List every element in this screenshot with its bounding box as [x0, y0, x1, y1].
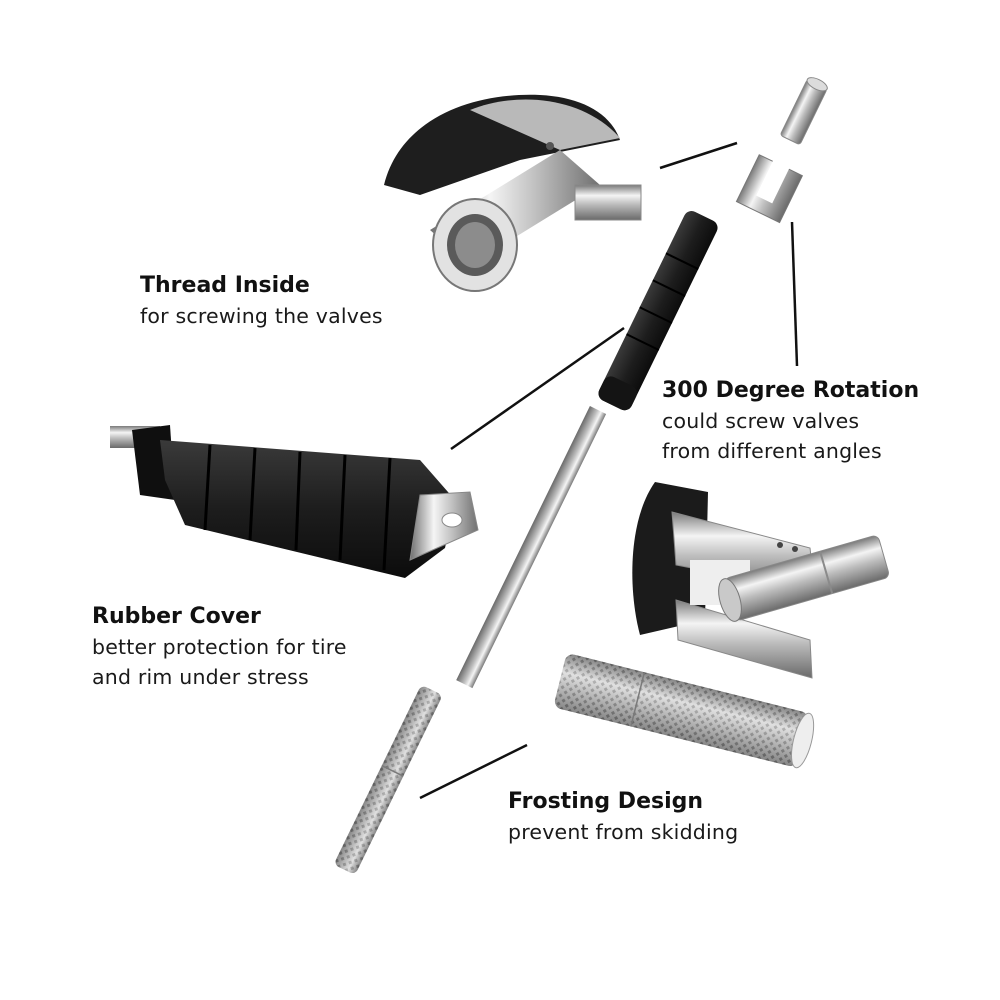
- callout-description: better protection for tire: [92, 634, 347, 659]
- callout-description: prevent from skidding: [508, 819, 739, 844]
- knurled-grip: [335, 686, 441, 873]
- swivel-pin: [780, 77, 828, 145]
- leader-line-thread: [659, 141, 738, 170]
- detail-frosting: [554, 654, 815, 769]
- callout-description: for screwing the valves: [140, 303, 383, 328]
- callout-description: could screw valves: [662, 408, 860, 433]
- valve-tool-main: [335, 77, 828, 873]
- detail-thread-inside: [384, 94, 642, 292]
- callout-thread-inside: Thread Inside for screwing the valves: [140, 270, 383, 332]
- leader-lines: [419, 141, 799, 800]
- leader-line-rotation: [790, 221, 799, 367]
- callout-description: and rim under stress: [92, 664, 309, 689]
- detail-rotation: [632, 482, 889, 679]
- callout-title: Rubber Cover: [92, 604, 261, 629]
- callout-title: 300 Degree Rotation: [662, 378, 920, 403]
- callout-rotation: 300 Degree Rotation could screw valves f…: [662, 375, 919, 466]
- leader-line-rubber: [450, 326, 625, 451]
- fork-head: [735, 154, 804, 224]
- steel-rod: [456, 406, 607, 689]
- detail-rubber-cover: [110, 425, 479, 578]
- callout-frosting-design: Frosting Design prevent from skidding: [508, 786, 738, 848]
- callout-rubber-cover: Rubber Cover better protection for tire …: [92, 601, 347, 692]
- leader-line-frosting: [419, 743, 528, 800]
- callout-title: Frosting Design: [508, 789, 704, 814]
- callout-title: Thread Inside: [140, 273, 310, 298]
- callout-description: from different angles: [662, 438, 882, 463]
- rubber-sleeve: [598, 211, 718, 411]
